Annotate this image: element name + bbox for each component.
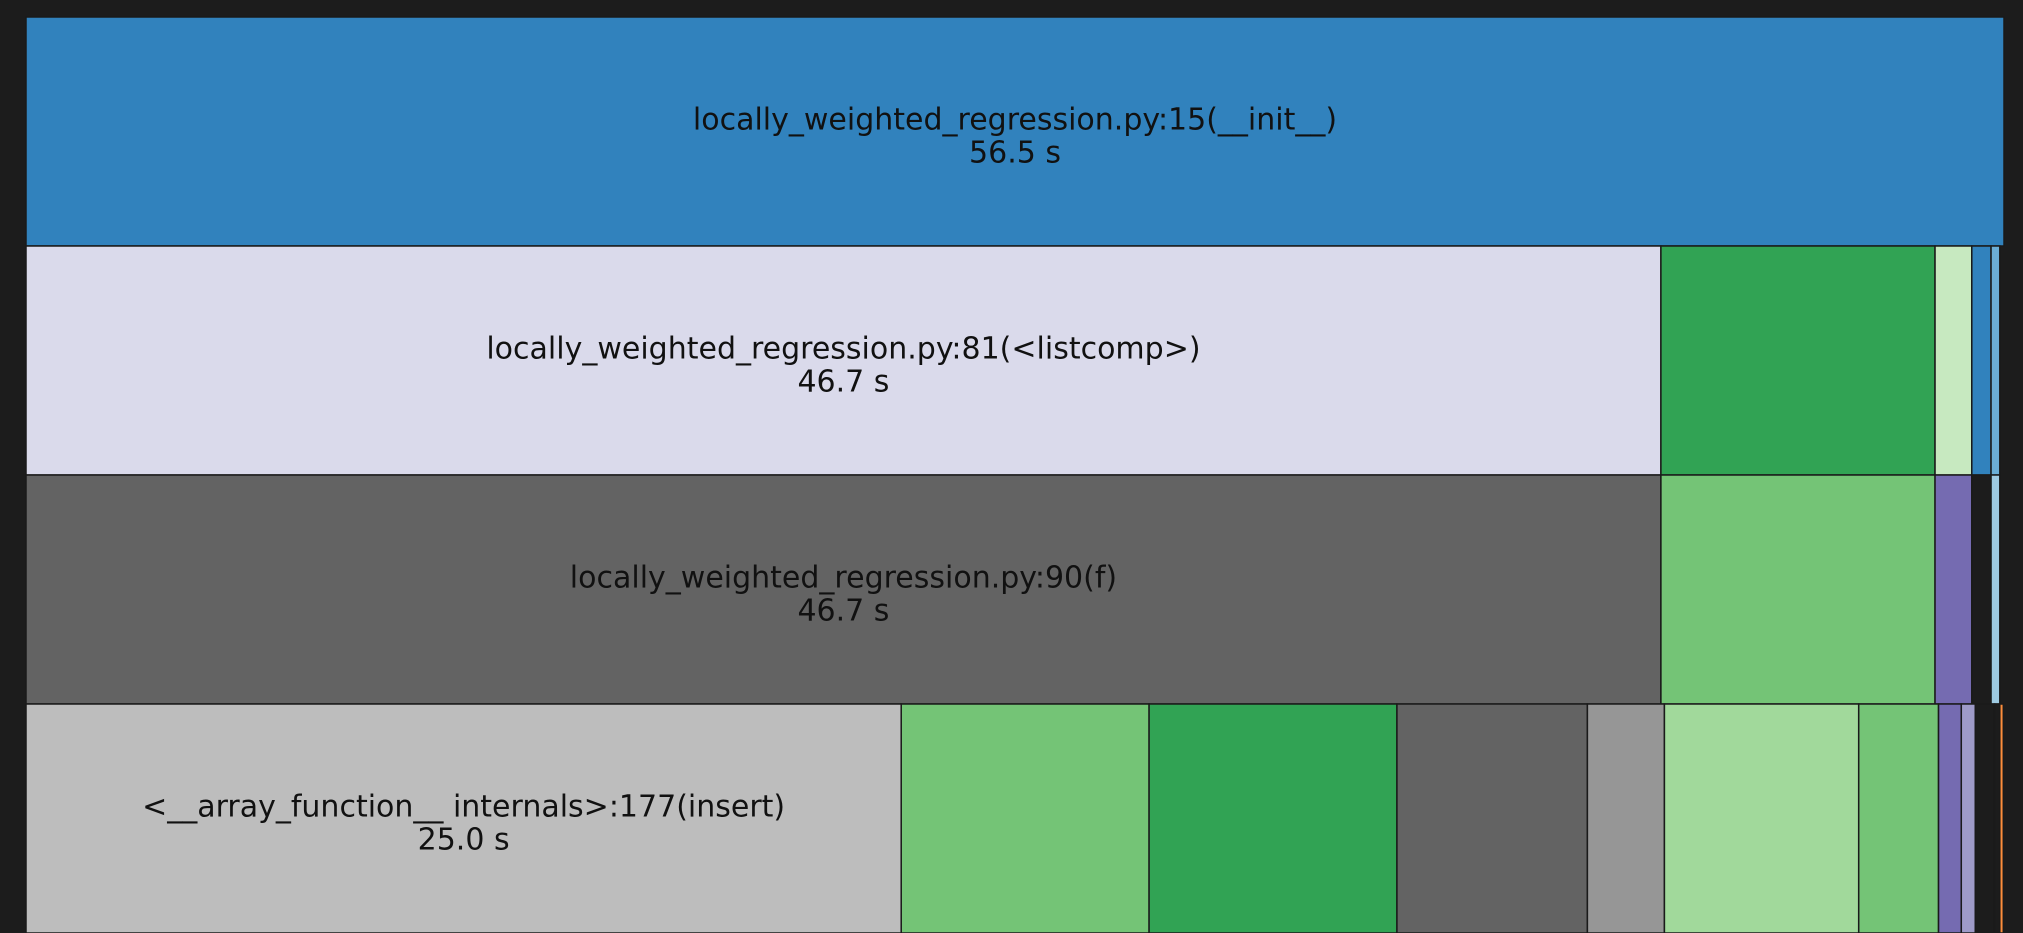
flame-block-level3-11[interactable] [1999, 703, 2005, 933]
flame-block-level3-7[interactable] [1937, 703, 1963, 933]
flame-block-level2-4[interactable] [1990, 474, 2001, 705]
block-value-level1: 46.7 s [797, 365, 889, 400]
block-label-level1: locally_weighted_regression.py:81(<listc… [486, 332, 1200, 367]
flame-block-level3-4[interactable] [1586, 703, 1666, 933]
flame-block-level1-0[interactable] [25, 245, 1662, 476]
block-value-level3: 25.0 s [418, 823, 510, 858]
flame-block-level3-2[interactable] [1148, 703, 1398, 933]
flame-block-level3-9[interactable] [1974, 703, 1996, 933]
flame-block-level2-2[interactable] [1934, 474, 1973, 705]
flame-block-level1-2[interactable] [1934, 245, 1973, 476]
block-label-level2: locally_weighted_regression.py:90(f) [570, 561, 1117, 596]
flame-block-level3-6[interactable] [1857, 703, 1940, 933]
block-label-level0: locally_weighted_regression.py:15(__init… [693, 103, 1337, 138]
flame-block-level0-0[interactable] [25, 16, 2005, 247]
flame-block-level2-3[interactable] [1971, 474, 1992, 705]
flame-block-level3-0[interactable] [25, 703, 902, 933]
flame-block-level3-5[interactable] [1663, 703, 1860, 933]
flame-block-level3-10[interactable] [1993, 703, 2001, 933]
flame-block-level1-1[interactable] [1660, 245, 1936, 476]
block-value-level2: 46.7 s [797, 594, 889, 629]
flame-block-level2-0[interactable] [25, 474, 1662, 705]
flame-block-level1-4[interactable] [1990, 245, 2001, 476]
flame-block-level1-3[interactable] [1971, 245, 1992, 476]
flame-block-level3-8[interactable] [1960, 703, 1977, 933]
flame-block-level3-3[interactable] [1396, 703, 1589, 933]
flame-block-level2-1[interactable] [1660, 474, 1936, 705]
block-value-level0: 56.5 s [969, 136, 1061, 171]
block-label-level3: <__array_function__ internals>:177(inser… [142, 790, 785, 825]
flame-block-level3-1[interactable] [900, 703, 1150, 933]
